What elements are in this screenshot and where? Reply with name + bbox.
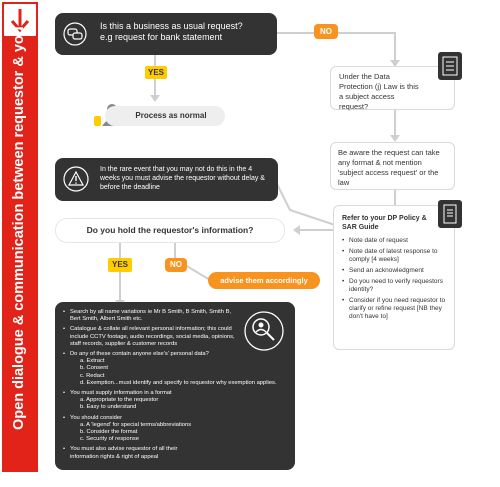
sub-item: a. Extract <box>80 358 105 365</box>
question-line-2: e.g request for bank statement <box>100 32 223 42</box>
dp-policy-guide-box: Refer to your DP Policy & SAR Guide Note… <box>333 205 455 350</box>
search-catalogue-box: Search by all name variations ie Mr B Sm… <box>55 302 295 470</box>
search-item: You must also advise requestor of all th… <box>63 446 203 460</box>
search-item: Catalogue & collate all relevant persona… <box>63 326 241 348</box>
sub-item: b. Consent <box>80 365 109 372</box>
advise-them-accordingly: advise them accordingly <box>208 272 320 289</box>
search-item: You should consider a. A 'legend' for sp… <box>63 415 288 444</box>
chat-bubbles-icon <box>63 22 87 46</box>
no-label-1: NO <box>314 24 338 39</box>
guide-item: Consider if you need requestor to clarif… <box>342 297 446 321</box>
no-label-2: NO <box>165 258 187 272</box>
arrow-down-icon <box>2 2 38 38</box>
process-as-normal: Process as normal <box>105 106 225 126</box>
guide-item: Do you need to verify requestors identit… <box>342 278 446 294</box>
magnifier-person-icon <box>243 310 285 352</box>
yes-label-2: YES <box>108 258 132 272</box>
question-line-1: Is this a business as usual request? <box>100 21 243 31</box>
dp-question-box: Under the Data Protection (j) Law is thi… <box>330 66 455 111</box>
rare-event-text: In the rare event that you may not do th… <box>100 166 265 191</box>
document-icon <box>438 200 462 228</box>
sub-item: d. Exemption...must identify and specify… <box>80 379 277 386</box>
guide-item: Note date of request <box>342 237 446 245</box>
aware-box: Be aware the request can take any format… <box>330 142 455 190</box>
sub-item: c. Security of response <box>80 436 139 443</box>
left-banner <box>2 2 38 472</box>
sub-item: b. Easy to understand <box>80 404 137 411</box>
guide-title: Refer to your DP Policy & SAR Guide <box>342 215 427 231</box>
dp-question-text: Under the Data Protection (j) Law is thi… <box>339 72 419 111</box>
clipboard-icon <box>438 52 462 80</box>
hold-information-question: Do you hold the requestor's information? <box>55 218 285 243</box>
rare-event-box: In the rare event that you may not do th… <box>55 158 278 201</box>
banner-arrow-head <box>2 448 38 470</box>
sub-item: a. Appropriate to the requestor <box>80 397 159 404</box>
banner-text: Open dialogue & communication between re… <box>11 26 27 430</box>
business-as-usual-question: Is this a business as usual request? e.g… <box>55 13 277 55</box>
guide-item: Send an acknowledgment <box>342 267 446 275</box>
guide-item: Note date of latest response to comply [… <box>342 248 446 264</box>
search-item: You must supply information in a format … <box>63 390 288 412</box>
search-item: Search by all name variations ie Mr B Sm… <box>63 309 241 323</box>
sub-item: a. A 'legend' for special terms/abbrevia… <box>80 421 192 428</box>
search-item: Do any of these contain anyone else's' p… <box>63 351 288 387</box>
sub-item: c. Redact <box>80 372 105 379</box>
yes-label-1: YES <box>145 66 167 79</box>
warning-icon <box>63 166 89 192</box>
sub-item: b. Consider the format <box>80 429 138 436</box>
